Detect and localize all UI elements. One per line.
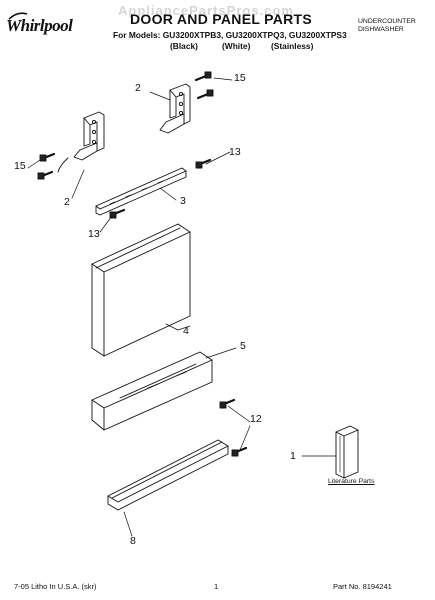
callout-4: 4 bbox=[183, 325, 189, 337]
callout-3: 3 bbox=[180, 195, 186, 207]
toe-panel bbox=[107, 439, 229, 511]
callout-12: 12 bbox=[250, 413, 262, 425]
door-panel bbox=[91, 223, 191, 357]
product-type: UNDERCOUNTER DISHWASHER bbox=[358, 18, 416, 34]
screw-12-upper bbox=[219, 398, 236, 409]
page-title: DOOR AND PANEL PARTS bbox=[130, 11, 313, 27]
screw-13-left bbox=[109, 208, 126, 219]
callout-5: 5 bbox=[240, 340, 246, 352]
footer-litho: 7-05 Litho In U.S.A. (skr) bbox=[14, 582, 97, 591]
door-bracket-left bbox=[57, 111, 105, 173]
product-type-line-2: DISHWASHER bbox=[358, 26, 404, 33]
callout-2-left: 2 bbox=[64, 196, 70, 208]
literature-parts-label: Literature Parts bbox=[328, 478, 375, 485]
callout-1: 1 bbox=[290, 450, 296, 462]
screw-12-lower bbox=[231, 446, 248, 457]
literature-booklet bbox=[335, 425, 359, 479]
screw-15-left bbox=[37, 152, 56, 180]
color-stainless: (Stainless) bbox=[271, 41, 314, 51]
callout-8: 8 bbox=[130, 535, 136, 547]
footer-part-number: Part No. 8194241 bbox=[333, 582, 392, 591]
model-list: For Models: GU3200XTPB3, GU3200XTPQ3, GU… bbox=[113, 30, 347, 40]
screw-13-right bbox=[195, 158, 212, 169]
brand-logo: Whirlpool bbox=[6, 16, 73, 35]
callout-15-left: 15 bbox=[14, 160, 26, 172]
footer-page-number: 1 bbox=[214, 582, 219, 591]
product-type-line-1: UNDERCOUNTER bbox=[358, 18, 416, 25]
callout-13-left: 13 bbox=[88, 228, 100, 240]
color-white: (White) bbox=[222, 41, 251, 51]
color-black: (Black) bbox=[170, 41, 198, 51]
access-panel bbox=[91, 351, 213, 431]
leader-lines bbox=[27, 77, 337, 537]
door-bracket-right bbox=[159, 83, 191, 134]
callout-15-top: 15 bbox=[234, 72, 246, 84]
callout-2-top: 2 bbox=[135, 82, 141, 94]
trim-rail bbox=[95, 167, 187, 216]
screw-15-top bbox=[194, 71, 214, 100]
logo-swoosh-icon bbox=[8, 12, 28, 20]
callout-13-top: 13 bbox=[229, 146, 241, 158]
watermark: AppliancePartsPros.com bbox=[118, 3, 294, 18]
